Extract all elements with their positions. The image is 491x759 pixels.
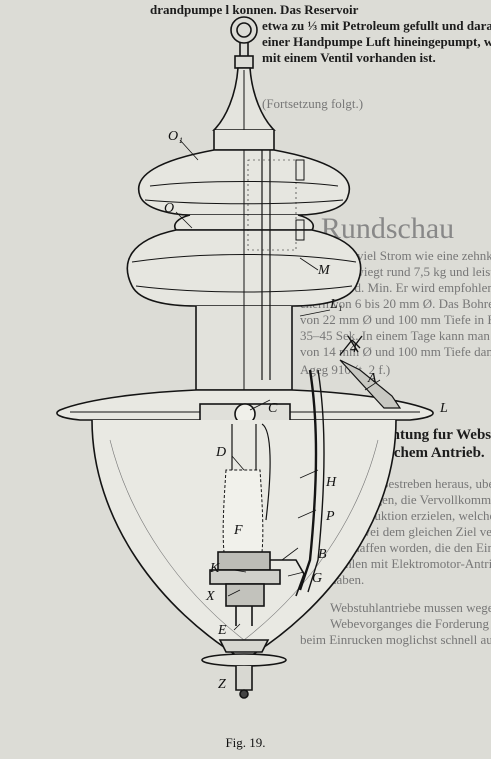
label-l: L bbox=[439, 401, 448, 416]
label-e: E bbox=[217, 623, 227, 638]
bleed-line: Ageg 910 (t. 2 f.) bbox=[300, 362, 391, 377]
bleed-line: etwa zu ⅓ mit Petroleum gefullt und dara… bbox=[262, 18, 491, 33]
label-k: K bbox=[209, 561, 220, 576]
label-m: M bbox=[317, 263, 331, 278]
bleed-line: chern von 6 bis 20 mm Ø. Das Bohren eine… bbox=[300, 296, 491, 311]
bleed-line: mit einem Ventil vorhanden ist. bbox=[262, 50, 436, 65]
label-x: X bbox=[205, 589, 215, 604]
label-b: B bbox=[318, 547, 327, 562]
bleed-line: (Fortsetzung folgt.) bbox=[262, 96, 364, 111]
figure-caption: Fig. 19. bbox=[225, 735, 266, 750]
hanging-ring bbox=[230, 16, 258, 44]
bleed-line: einer Handpumpe Luft hineingepumpt, wozu… bbox=[262, 34, 491, 49]
label-d: D bbox=[215, 445, 226, 460]
label-o: O bbox=[164, 201, 174, 216]
bleed-line: von 14 mm Ø und 100 mm Tiefe damit bohre… bbox=[300, 344, 491, 359]
label-h: H bbox=[325, 475, 337, 490]
label-z: Z bbox=[218, 677, 226, 692]
label-p: P bbox=[325, 509, 335, 524]
label-4: 4 bbox=[350, 341, 357, 356]
bleed-line: stuhlen mit Elektromotor-Antrieb zum Geg… bbox=[330, 556, 491, 571]
label-l1: L₁ bbox=[329, 297, 343, 312]
bleed-line: 35–45 Sek. In einem Tage kann man 1000 L… bbox=[300, 328, 491, 343]
label-c: C bbox=[268, 401, 278, 416]
bleed-line: beim Einrucken moglichst schnell auf sei… bbox=[300, 632, 491, 647]
label-a: A bbox=[367, 371, 377, 386]
bleed-line: von 22 mm Ø und 100 mm Tiefe in Beton er… bbox=[300, 312, 491, 327]
bleed-line: drandpumpe l konnen. Das Reservoir bbox=[150, 2, 359, 17]
bleed-line: Webstuhlantriebe mussen wegen der Eigena… bbox=[330, 600, 491, 615]
bleed-line: Webevorganges die Forderung erfullen, da… bbox=[330, 616, 491, 631]
label-o1: O₁ bbox=[168, 129, 183, 144]
label-g: G bbox=[312, 571, 322, 586]
label-f: F bbox=[233, 523, 243, 538]
bleed-line: geschaffen worden, die den Einruckmechan… bbox=[330, 540, 491, 555]
